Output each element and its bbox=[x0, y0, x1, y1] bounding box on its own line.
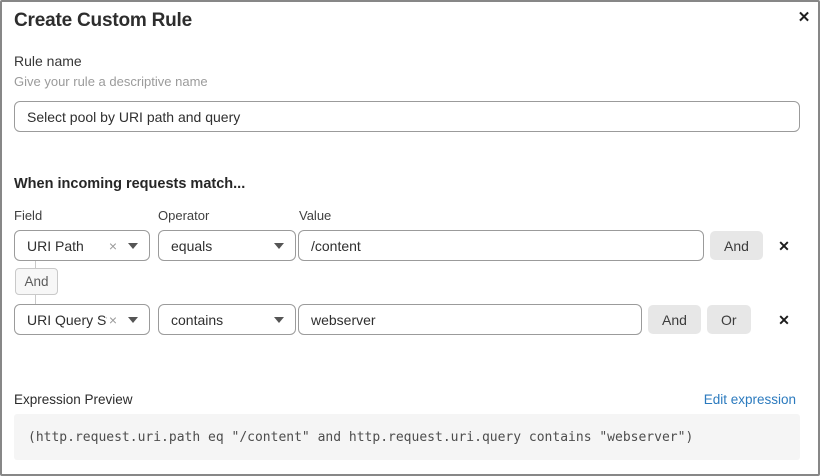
field-select-row1-value: URI Path bbox=[27, 237, 84, 254]
connector-and-badge: And bbox=[15, 268, 58, 295]
matcher-heading: When incoming requests match... bbox=[14, 176, 246, 192]
value-input-row1[interactable] bbox=[298, 230, 704, 261]
chevron-down-icon bbox=[274, 316, 284, 323]
operator-select-row2[interactable]: contains bbox=[158, 304, 296, 335]
chevron-down-icon bbox=[128, 242, 138, 249]
clear-field-icon[interactable]: × bbox=[108, 311, 117, 328]
chevron-down-icon bbox=[274, 242, 284, 249]
delete-row1-icon[interactable]: ✕ bbox=[774, 236, 794, 256]
field-select-row2-value: URI Query St... bbox=[27, 311, 107, 328]
delete-row2-icon[interactable]: ✕ bbox=[774, 310, 794, 330]
rule-name-input[interactable] bbox=[14, 101, 800, 132]
connector-line-bottom bbox=[35, 295, 36, 304]
connector-line-top bbox=[35, 261, 36, 268]
and-button-row1[interactable]: And bbox=[710, 231, 763, 260]
operator-select-row1-value: equals bbox=[171, 237, 213, 254]
expression-preview-box: (http.request.uri.path eq "/content" and… bbox=[14, 414, 800, 460]
close-icon[interactable]: ✕ bbox=[793, 7, 815, 29]
dialog-title: Create Custom Rule bbox=[14, 10, 192, 31]
or-button-row2[interactable]: Or bbox=[707, 305, 751, 334]
expression-preview-label: Expression Preview bbox=[14, 392, 133, 407]
clear-field-icon[interactable]: × bbox=[108, 237, 117, 254]
field-select-row1[interactable]: URI Path × bbox=[14, 230, 150, 261]
field-select-row2[interactable]: URI Query St... × bbox=[14, 304, 150, 335]
column-label-value: Value bbox=[299, 208, 332, 223]
edit-expression-link[interactable]: Edit expression bbox=[703, 392, 796, 407]
column-label-operator: Operator bbox=[158, 208, 210, 223]
operator-select-row1[interactable]: equals bbox=[158, 230, 296, 261]
value-input-row2[interactable] bbox=[298, 304, 642, 335]
operator-select-row2-value: contains bbox=[171, 311, 224, 328]
and-button-row2[interactable]: And bbox=[648, 305, 701, 334]
column-label-field: Field bbox=[14, 208, 43, 223]
rule-name-label: Rule name bbox=[14, 53, 82, 69]
expression-preview-code: (http.request.uri.path eq "/content" and… bbox=[28, 429, 694, 445]
rule-name-hint: Give your rule a descriptive name bbox=[14, 74, 208, 89]
chevron-down-icon bbox=[128, 316, 138, 323]
